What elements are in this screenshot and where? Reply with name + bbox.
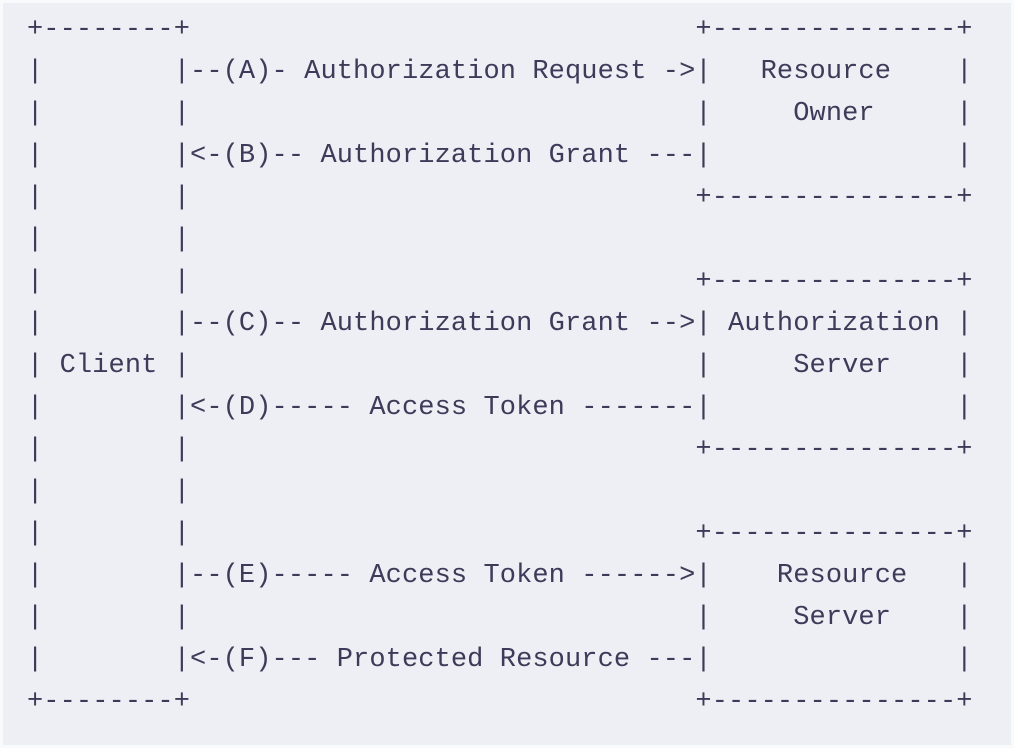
ascii-line: | | +---------------+ — [27, 183, 973, 213]
ascii-line: | | +---------------+ — [27, 435, 973, 465]
ascii-line: | | | Owner | — [27, 99, 973, 129]
ascii-line: | |<-(B)-- Authorization Grant ---| | — [27, 141, 973, 171]
ascii-line: | |--(C)-- Authorization Grant -->| Auth… — [27, 309, 973, 339]
ascii-line: | | — [27, 225, 191, 255]
ascii-line: | | +---------------+ — [27, 519, 973, 549]
oauth-abstract-flow-diagram: +--------+ +---------------+ | |--(A)- A… — [27, 9, 973, 723]
ascii-line: | | — [27, 477, 191, 507]
ascii-line: +--------+ +---------------+ — [27, 687, 973, 717]
ascii-line: +--------+ +---------------+ — [27, 15, 973, 45]
ascii-line: | | | Server | — [27, 603, 973, 633]
ascii-line: | |--(A)- Authorization Request ->| Reso… — [27, 57, 973, 87]
ascii-line: | |--(E)----- Access Token ------>| Reso… — [27, 561, 973, 591]
ascii-line: | |<-(F)--- Protected Resource ---| | — [27, 645, 973, 675]
diagram-panel: +--------+ +---------------+ | |--(A)- A… — [3, 3, 1011, 745]
ascii-line: | Client | | Server | — [27, 351, 973, 381]
ascii-line: | |<-(D)----- Access Token -------| | — [27, 393, 973, 423]
ascii-line: | | +---------------+ — [27, 267, 973, 297]
